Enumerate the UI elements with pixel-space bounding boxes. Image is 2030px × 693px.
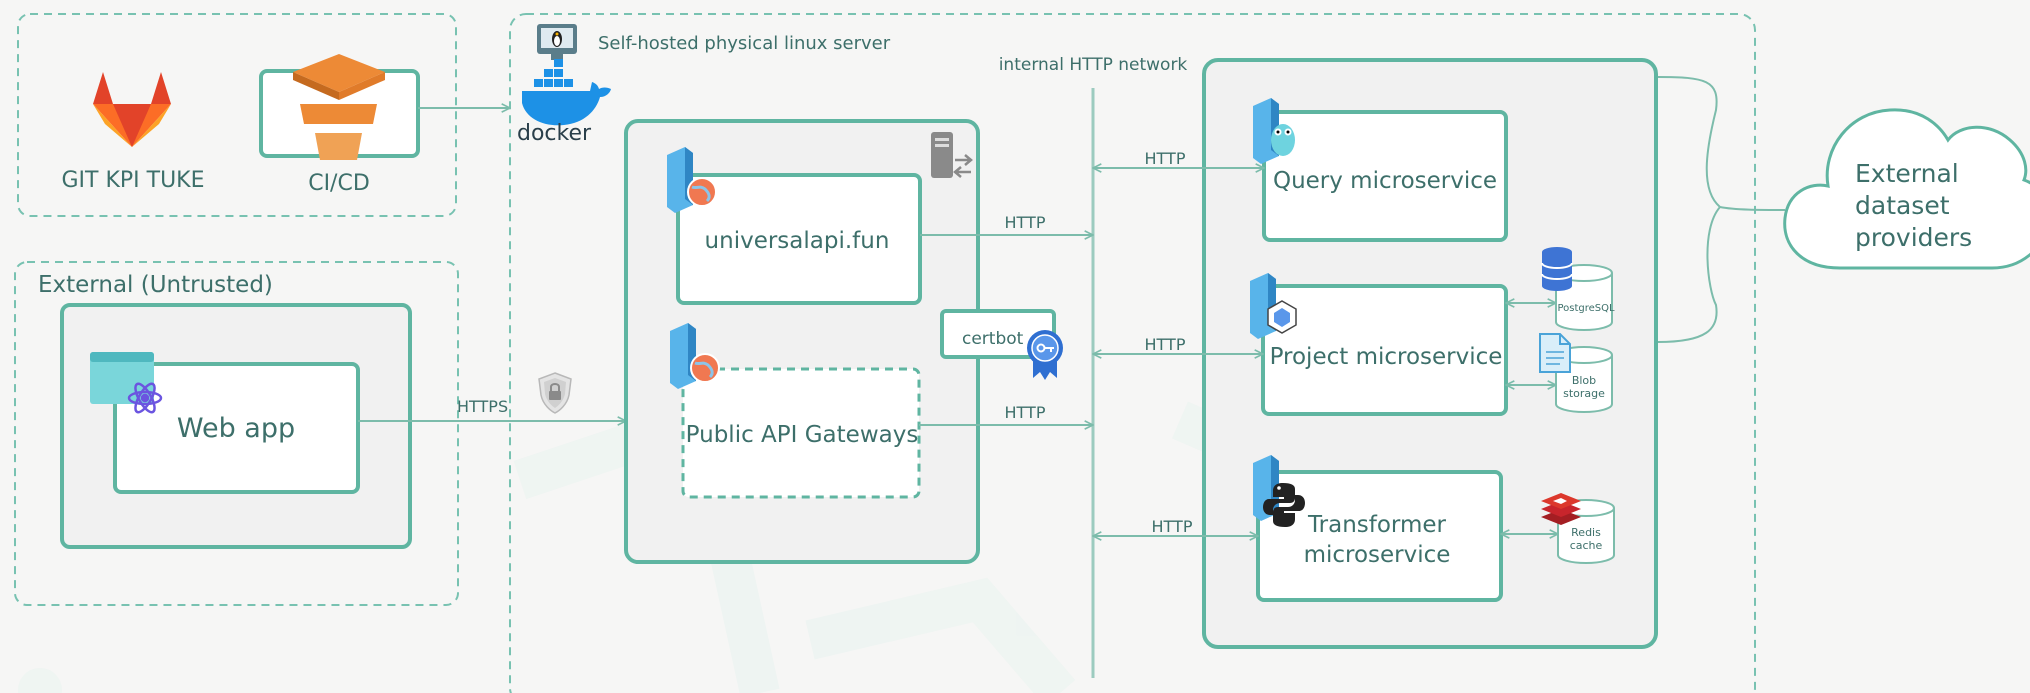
providers-label-1: External <box>1855 159 1959 188</box>
gateways-label: Public API Gateways <box>686 422 919 448</box>
webapp-box[interactable] <box>113 362 360 494</box>
project-label: Project microservice <box>1270 344 1503 370</box>
http-label-4: HTTP <box>1145 335 1186 354</box>
providers-label-3: providers <box>1855 223 1972 252</box>
proxy-server-icon <box>931 132 973 178</box>
transformer-label-2: microservice <box>1304 542 1451 568</box>
docker-icon <box>522 59 611 126</box>
blob-label-2: storage <box>1563 387 1605 400</box>
certificate-icon <box>1027 330 1063 380</box>
server-group-label: Self-hosted physical linux server <box>598 33 891 54</box>
redis-label-1: Redis <box>1571 526 1601 539</box>
docker-label: docker <box>517 121 592 146</box>
file-icon <box>1539 333 1571 373</box>
linux-icon <box>537 24 577 60</box>
browser-window-icon <box>90 352 154 404</box>
query-label: Query microservice <box>1273 168 1497 194</box>
http-label-1: HTTP <box>1005 213 1046 232</box>
query-box[interactable] <box>1262 110 1508 242</box>
ci-group <box>17 13 457 217</box>
react-icon <box>127 382 163 414</box>
https-label: HTTPS <box>457 397 508 416</box>
redis-label-2: cache <box>1570 539 1603 552</box>
transformer-label-1: Transformer <box>1307 512 1447 538</box>
gateways-box[interactable] <box>681 367 921 499</box>
providers-label-2: dataset <box>1855 191 1950 220</box>
cloud-icon <box>1783 108 2030 270</box>
database-icon <box>1541 247 1573 291</box>
universalapi-label: universalapi.fun <box>705 228 890 254</box>
http-label-2: HTTP <box>1005 403 1046 422</box>
certbot-label: certbot <box>962 329 1024 349</box>
http-label-5: HTTP <box>1152 517 1193 536</box>
webapp-label: Web app <box>177 413 295 444</box>
internal-network-label: internal HTTP network <box>999 55 1188 75</box>
server-icon <box>667 147 717 213</box>
python-icon <box>1253 455 1305 527</box>
blob-label-1: Blob <box>1572 374 1596 387</box>
providers-brace <box>1657 76 1786 343</box>
cicd-label: CI/CD <box>308 171 370 196</box>
universalapi-box[interactable] <box>676 173 922 305</box>
server-group <box>509 13 1756 693</box>
server-icon <box>670 323 720 389</box>
http-label-3: HTTP <box>1145 149 1186 168</box>
external-untrusted-group <box>14 261 459 606</box>
postgres-label: PostgreSQL <box>1557 303 1615 314</box>
golang-icon <box>1253 98 1295 164</box>
external-group-label: External (Untrusted) <box>38 272 273 298</box>
gitlab-icon <box>93 72 171 147</box>
nodejs-icon <box>1250 273 1297 339</box>
shield-lock-icon <box>538 372 572 414</box>
redis-icon <box>1541 493 1581 525</box>
gitlab-label: GIT KPI TUKE <box>61 168 204 193</box>
cicd-icon <box>293 54 385 160</box>
